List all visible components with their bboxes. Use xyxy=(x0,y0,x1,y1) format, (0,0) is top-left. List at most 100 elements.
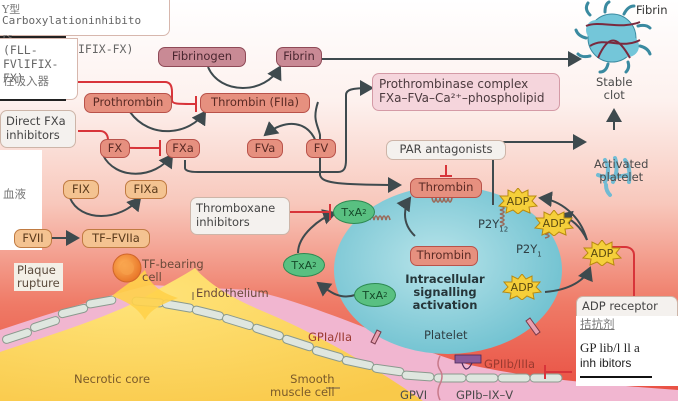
node-prothrombinase-complex[interactable]: Prothrombinase complex FXa–FVa–Ca²⁺–phos… xyxy=(372,73,560,111)
node-thrombin-receptor-bound[interactable]: Thrombin xyxy=(410,178,482,198)
thromboxane-line1: Thromboxane xyxy=(196,201,276,216)
activated-line1: Activated xyxy=(594,157,649,171)
gpvi-icon xyxy=(437,355,443,401)
node-thrombin-inner[interactable]: Thrombin xyxy=(410,246,478,266)
arrow-thrombin-inner-outer xyxy=(396,196,416,237)
gp-inhibitors-line2: inh ibitors xyxy=(580,356,632,370)
necrotic-core-shape xyxy=(0,268,430,406)
thrombin-receptor xyxy=(431,197,453,203)
p2y1-text: P2Y xyxy=(516,242,538,256)
node-fx[interactable]: FX xyxy=(100,139,130,158)
gpiib-iiia-icon xyxy=(454,354,482,364)
platelet-label: Platelet xyxy=(424,328,468,342)
arrow-adp-right-top xyxy=(538,191,588,241)
direct-fxa-line2: inhibitors xyxy=(6,128,60,142)
gp-inhibitors-note-box: 拮抗剂 GP lib/l ll a inh ibitors xyxy=(576,316,678,386)
inhibit-line-adp xyxy=(602,246,635,300)
plaque-line1: Plaque xyxy=(17,263,56,277)
divider-mid xyxy=(0,99,66,101)
platelet-body xyxy=(334,186,562,354)
smooth-muscle-label: Smooth muscle cell xyxy=(270,372,335,400)
adp-receptor-box[interactable]: ADP receptor xyxy=(576,296,678,318)
direct-fxa-line1: Direct FXa xyxy=(6,114,66,129)
node-fva[interactable]: FVa xyxy=(247,139,283,158)
signalling-line1: Intracellular xyxy=(405,272,485,286)
tf-line1: TF-bearing xyxy=(142,257,204,271)
node-fvii[interactable]: FVII xyxy=(14,229,52,248)
prothrombinase-line1: Prothrombinase complex xyxy=(379,77,529,92)
stable-clot-label: Stable clot xyxy=(596,75,633,103)
adp-burst-3[interactable]: ADP xyxy=(582,240,622,266)
signalling-label: Intracellular signalling activation xyxy=(405,272,485,313)
arrow-fx-fxa xyxy=(102,153,174,175)
endothelium-cells xyxy=(2,295,563,383)
arrow-prothrombin-thrombin xyxy=(129,110,207,133)
txa2-label: TxA xyxy=(362,288,384,302)
node-tf-fviia[interactable]: TF–FVIIa xyxy=(82,229,150,248)
node-fibrinogen[interactable]: Fibrinogen xyxy=(158,47,246,67)
inhibit-line-thrombin xyxy=(78,81,197,105)
adp-label: ADP xyxy=(510,280,534,294)
txa2-sub: 2 xyxy=(362,208,367,216)
endothelium-label: Endothelium xyxy=(196,286,269,300)
node-fxa[interactable]: FXa xyxy=(166,139,200,158)
node-fibrin[interactable]: Fibrin xyxy=(276,47,322,67)
adp-burst-2[interactable]: ADP xyxy=(534,210,574,236)
plaque-rupture-label: Plaque rupture xyxy=(14,263,63,292)
arrow-fibrinogen-fibrin xyxy=(207,65,282,89)
gpvi-label: GPVI xyxy=(400,388,428,402)
txa2-label: TxA xyxy=(291,258,313,272)
activated-line2: platelet xyxy=(599,170,644,185)
activated-platelet-icon xyxy=(596,156,632,197)
arrow-txa2-bottom-mid xyxy=(316,281,356,298)
arrow-fix-fixa xyxy=(69,196,142,217)
node-fv[interactable]: FV xyxy=(306,139,336,158)
tf-line2: cell xyxy=(142,270,162,285)
adp-label: ADP xyxy=(506,194,530,208)
p2y12-label: P2Y12 xyxy=(478,217,508,233)
smooth-line2: muscle cell xyxy=(270,385,335,400)
receptor-coils xyxy=(369,197,550,239)
factors-note-box: (FLL-FVlIFIX-FX) 在吸入器 xyxy=(0,38,78,100)
necrotic-core-label: Necrotic core xyxy=(74,372,151,386)
node-fix[interactable]: FIX xyxy=(63,180,99,199)
p2y1-label: P2Y1 xyxy=(516,242,542,258)
txa2-sub: 2 xyxy=(312,261,317,269)
thromboxane-line2: inhibitors xyxy=(196,215,250,229)
gpia-iia-label: GPIa/IIa xyxy=(308,330,352,344)
stable-line1: Stable xyxy=(596,75,633,89)
gpib-ix-v-icon xyxy=(461,362,473,370)
txa2-label: TxA xyxy=(341,205,363,219)
thromboxane-inhibitors-box[interactable]: Thromboxane inhibitors xyxy=(190,197,290,235)
node-thrombin-fiia[interactable]: Thrombin (FIIa) xyxy=(200,93,310,113)
direct-fxa-inhibitors-box[interactable]: Direct FXa inhibitors xyxy=(0,110,76,148)
node-prothrombin[interactable]: Prothrombin xyxy=(84,93,172,113)
arrow-thrombin-platelet-thrombin xyxy=(314,101,402,193)
arrow-fv-fva xyxy=(263,121,318,146)
clot-fibrin-label: Fibrin xyxy=(636,3,668,17)
txa2-sub: 2 xyxy=(383,291,388,299)
divider-bottom xyxy=(580,376,652,378)
par-antagonists-box[interactable]: PAR antagonists xyxy=(386,140,506,160)
p2y12-text: P2Y xyxy=(478,217,500,231)
txa2-receptor xyxy=(369,215,391,221)
gpiib-iiia-label: GPIIb/IIIa xyxy=(484,357,536,371)
signalling-line3: activation xyxy=(412,298,478,313)
node-fixa[interactable]: FIXa xyxy=(125,180,167,199)
arrow-txa2-mid-top xyxy=(297,209,337,254)
smooth-line1: Smooth xyxy=(290,372,335,386)
gpia-iia-icon xyxy=(370,329,382,345)
bottom-strip xyxy=(0,401,678,406)
stable-line2: clot xyxy=(603,88,625,103)
inhaler-note: 在吸入器 xyxy=(3,74,49,88)
adp-burst-4[interactable]: ADP xyxy=(502,274,542,300)
adp-burst-1[interactable]: ADP xyxy=(498,188,538,214)
top-note-line1: Y型 xyxy=(2,3,21,16)
prothrombinase-line2: FXa–FVa–Ca²⁺–phospholipid xyxy=(379,91,545,105)
top-note-line2: Carboxylationinhibito xyxy=(2,14,142,27)
